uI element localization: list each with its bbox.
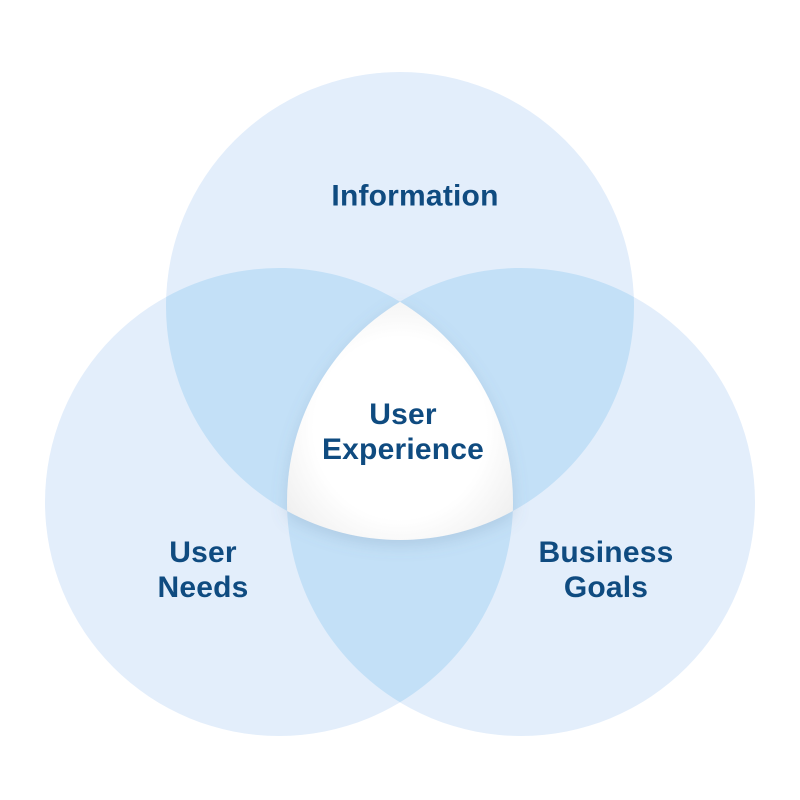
label-information: Information [331,179,498,214]
label-information-text: Information [331,179,499,213]
center-intersection-shape [286,301,514,541]
label-business-goals-line1: Business [538,536,674,569]
label-user-needs-line1: User [169,536,237,569]
label-business-goals: Business Goals [539,535,674,605]
label-user-needs: User Needs [157,535,248,605]
label-user-experience-line1: User [369,398,437,431]
label-user-experience-line2: Experience [321,433,485,466]
label-business-goals-line2: Goals [563,571,649,604]
label-user-experience: User Experience [322,397,484,467]
label-user-needs-line2: Needs [157,571,249,604]
